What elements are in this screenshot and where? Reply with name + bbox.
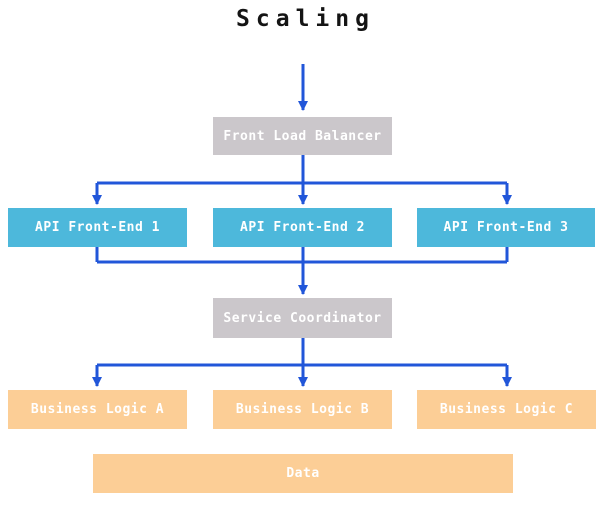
node-business-logic-c[interactable]: Business Logic C [417, 390, 596, 429]
node-front-load-balancer[interactable]: Front Load Balancer [213, 117, 392, 155]
node-api-front-end-2[interactable]: API Front-End 2 [213, 208, 392, 247]
node-api-front-end-3[interactable]: API Front-End 3 [417, 208, 595, 247]
edge-api-frontends-to-coordinator [95, 247, 509, 295]
diagram-title: Scaling [236, 6, 375, 32]
edge-balancer-to-api-frontends [92, 155, 512, 205]
node-api-front-end-1[interactable]: API Front-End 1 [8, 208, 187, 247]
node-data[interactable]: Data [93, 454, 513, 493]
node-business-logic-a[interactable]: Business Logic A [8, 390, 187, 429]
edge-coordinator-to-business-logic [92, 338, 512, 387]
node-business-logic-b[interactable]: Business Logic B [213, 390, 392, 429]
node-service-coordinator[interactable]: Service Coordinator [213, 298, 392, 338]
